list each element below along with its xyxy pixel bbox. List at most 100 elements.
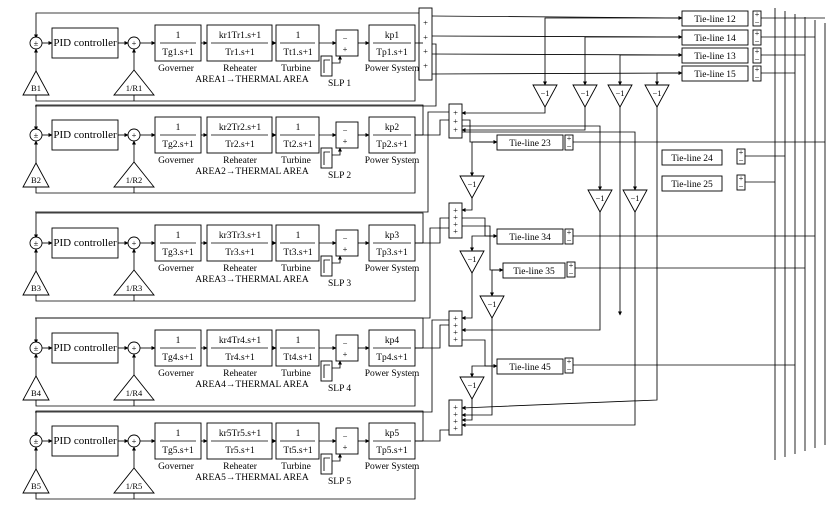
summing-sign: − (755, 54, 760, 64)
power-system-numerator: kp5 (385, 429, 400, 439)
summing-sign: − (343, 431, 348, 441)
reheater-numerator: kr5Tr5.s+1 (219, 429, 261, 439)
neg-gain-1-label: −1 (540, 88, 549, 98)
bias-feedback-line (35, 163, 416, 194)
wire (489, 269, 503, 297)
pid-controller-block (51, 227, 119, 259)
summing-sign: + (567, 356, 572, 366)
pid-controller-block (51, 425, 119, 457)
reheater-label: Reheater (223, 156, 258, 166)
reheater-numerator: kr1Tr1.s+1 (219, 31, 261, 41)
pid-controller-label: PID controller (53, 37, 117, 49)
step-load-block (320, 453, 333, 475)
step-load-line (332, 453, 343, 462)
summing-sign: + (453, 423, 458, 433)
summing-sign: + (343, 442, 348, 452)
wire (461, 107, 586, 133)
droop-gain-label: 1/R2 (126, 175, 143, 185)
turbine-label: Turbine (281, 64, 311, 74)
summing-sign: + (567, 227, 572, 237)
neg-gain-9-label: −1 (487, 299, 496, 309)
summing-sign: − (343, 125, 348, 135)
governor-denominator: Tg3.s+1 (162, 248, 194, 258)
pid-controller-label: PID controller (53, 129, 117, 141)
reheater-label: Reheater (223, 369, 258, 379)
wire (462, 131, 638, 191)
summing-sign: + (132, 343, 137, 353)
wire (35, 43, 437, 107)
power-system-numerator: kp1 (385, 31, 400, 41)
area-3-tie-sum (448, 202, 463, 239)
governor-denominator: Tg2.s+1 (162, 140, 194, 150)
summing-sign: + (453, 327, 458, 337)
summing-sign: − (567, 235, 572, 245)
tie-line-34-label: Tie-line 34 (509, 233, 551, 243)
summing-sign: − (739, 155, 744, 165)
neg-gain-7-label: −1 (630, 193, 639, 203)
power-system-numerator: kp2 (385, 123, 400, 133)
droop-gain-label: 1/R5 (126, 481, 143, 491)
wire (617, 54, 682, 86)
step-load-block (320, 147, 333, 169)
wire (461, 107, 546, 116)
reheater-denominator: Tr4.s+1 (225, 353, 255, 363)
wire (469, 141, 497, 177)
governor-numerator: 1 (176, 31, 181, 41)
turbine-denominator: Tt3.s+1 (283, 248, 313, 258)
wire (582, 36, 682, 86)
wire (415, 429, 449, 442)
governor-denominator: Tg5.s+1 (162, 446, 194, 456)
bias-feedback-line (35, 376, 416, 407)
reheater-label: Reheater (223, 64, 258, 74)
summing-sign: + (739, 173, 744, 183)
power-system-denominator: Tp5.s+1 (376, 446, 408, 456)
summing-sign: − (567, 364, 572, 374)
tie-line-35-sum (566, 261, 576, 278)
step-symbol (323, 151, 330, 165)
wire (654, 72, 682, 86)
tie-line-35-label: Tie-line 35 (513, 267, 555, 277)
power-system-label: Power System (365, 462, 420, 472)
summing-sign: + (453, 226, 458, 236)
governor-label: Governer (158, 369, 195, 379)
tie-line-24-sum (736, 148, 746, 165)
wire (461, 212, 636, 428)
power-system-label: Power System (365, 64, 420, 74)
power-system-label: Power System (365, 156, 420, 166)
summing-sign: − (343, 338, 348, 348)
step-symbol (323, 259, 330, 273)
summing-sign: ± (34, 238, 39, 248)
governor-numerator: 1 (176, 231, 181, 241)
turbine-denominator: Tt4.s+1 (283, 353, 313, 363)
wire (461, 198, 473, 213)
power-system-denominator: Tp4.s+1 (376, 353, 408, 363)
wire (415, 217, 449, 244)
summing-sign: − (343, 233, 348, 243)
bias-gain-label: B2 (31, 175, 41, 185)
tie-line-15-label: Tie-line 15 (694, 70, 736, 80)
power-system-label: Power System (365, 369, 420, 379)
droop-gain-label: 1/R3 (126, 283, 143, 293)
summing-sign: + (569, 260, 574, 270)
summing-sign: − (567, 141, 572, 151)
reheater-label: Reheater (223, 462, 258, 472)
turbine-numerator: 1 (296, 429, 301, 439)
summing-sign: − (755, 17, 760, 27)
tie-line-23-sum (564, 134, 574, 151)
summing-sign: − (755, 72, 760, 82)
summing-sign: + (755, 46, 760, 56)
power-system-denominator: Tp1.s+1 (376, 48, 408, 58)
droop-gain-label: 1/R1 (126, 83, 143, 93)
neg-gain-10-label: −1 (467, 380, 476, 390)
wire (469, 365, 497, 378)
bias-feedback-line (35, 469, 416, 500)
summing-sign: − (343, 33, 348, 43)
summing-sign: + (453, 125, 458, 135)
step-load-block (320, 255, 333, 277)
governor-label: Governer (158, 64, 195, 74)
area-5-tie-sum (448, 399, 463, 436)
wire (461, 399, 473, 423)
